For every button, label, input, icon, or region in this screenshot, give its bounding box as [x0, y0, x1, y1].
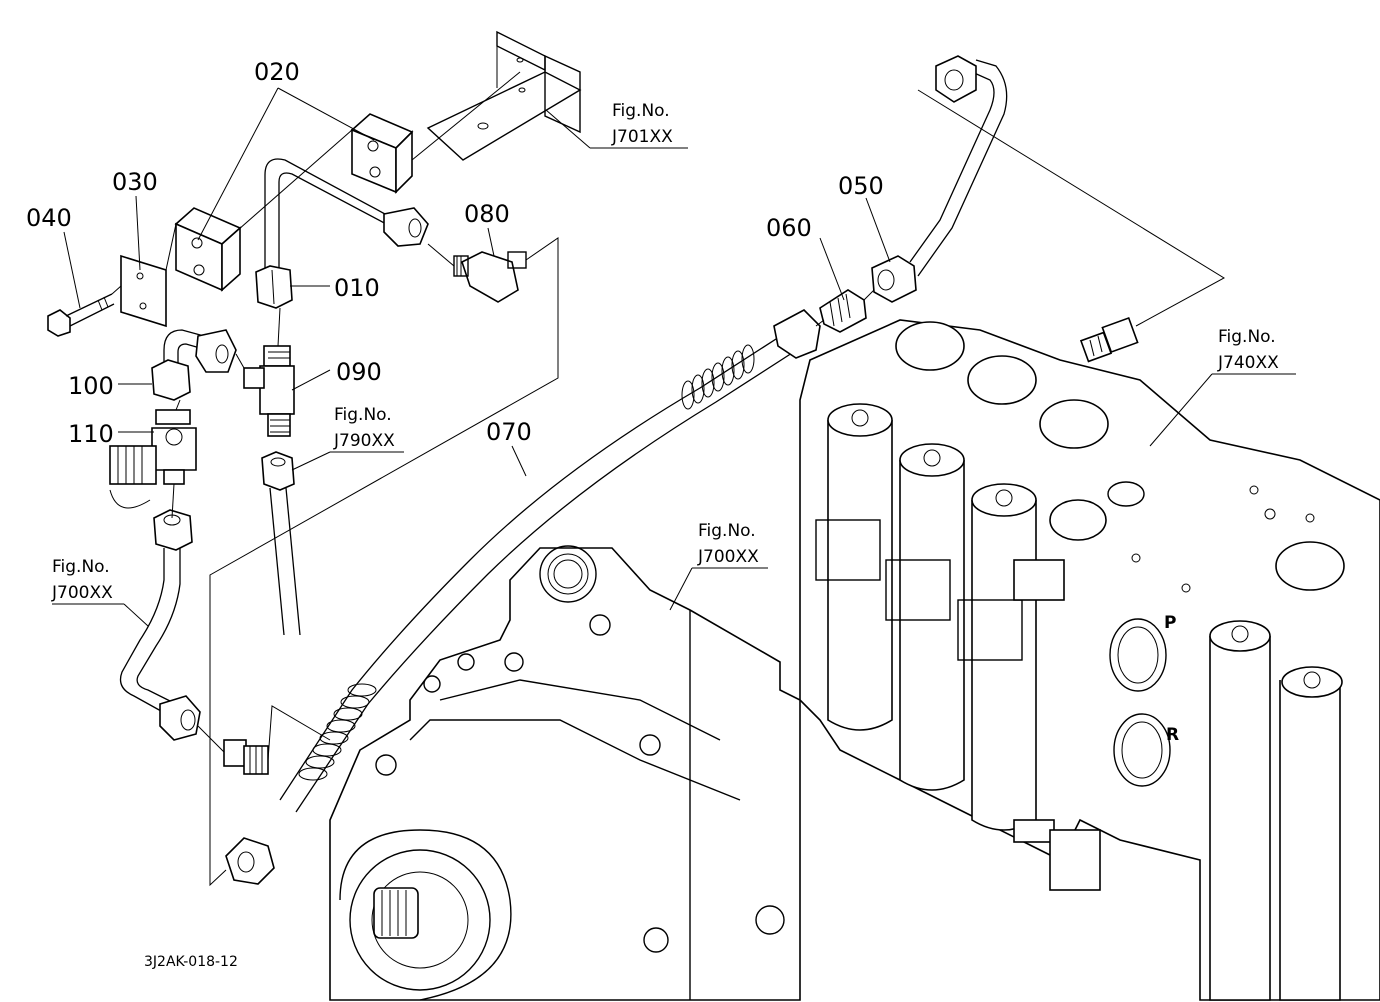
fig-ref-j700-pump-title: Fig.No. [698, 521, 756, 541]
figure-references: Fig.No. J701XX Fig.No. J740XX Fig.No. J7… [51, 101, 1279, 603]
fig-ref-j700-pipe-title: Fig.No. [52, 557, 110, 577]
plate-030 [120, 254, 167, 328]
part-label-100: 100 [68, 372, 114, 400]
fig-ref-j740-code: J740XX [1217, 353, 1279, 373]
pipe-010 [255, 158, 429, 309]
elbow-fitting-100 [151, 329, 237, 401]
bolt-040 [47, 293, 115, 337]
pipe-j700-left [119, 509, 201, 741]
valve-ports [1107, 481, 1171, 787]
fig-ref-j700-pipe-code: J700XX [51, 583, 113, 603]
tee-fitting-090 [243, 345, 295, 437]
control-valve-block: P R [799, 319, 1380, 1001]
fig-ref-j790-title: Fig.No. [334, 405, 392, 425]
valve-spools [827, 403, 1343, 1001]
part-label-030: 030 [112, 168, 158, 196]
leader-lines [52, 87, 1296, 627]
clamp-block-upper [350, 113, 414, 194]
hose-sleeve-lower [298, 683, 377, 781]
quick-coupler-110 [109, 409, 197, 509]
fig-ref-j701-title: Fig.No. [612, 101, 670, 121]
fitting-060 [819, 289, 867, 333]
part-label-080: 080 [464, 200, 510, 228]
part-label-050: 050 [838, 172, 884, 200]
part-label-110: 110 [68, 420, 114, 448]
part-label-070: 070 [486, 418, 532, 446]
adapter-fitting [223, 739, 269, 775]
reference-lines [111, 71, 1225, 887]
fig-ref-j700-pump-code: J700XX [697, 547, 759, 567]
fig-ref-j790-code: J790XX [333, 431, 395, 451]
part-label-060: 060 [766, 214, 812, 242]
hydraulic-pump [329, 545, 801, 1001]
solenoid-box [1013, 559, 1101, 891]
fig-ref-j740-title: Fig.No. [1218, 327, 1276, 347]
elbow-fitting-080 [453, 251, 527, 303]
hose-070 [225, 309, 821, 885]
part-label-010: 010 [334, 274, 380, 302]
adapter-j740 [1079, 316, 1139, 363]
pipe-lower-j790 [261, 451, 301, 636]
part-label-020: 020 [254, 58, 300, 86]
part-labels: 020 030 040 010 080 090 100 110 070 060 … [26, 58, 884, 448]
port-label-r: R [1166, 725, 1179, 745]
pipe-050 [871, 55, 1008, 303]
part-label-090: 090 [336, 358, 382, 386]
part-label-040: 040 [26, 204, 72, 232]
port-label-p: P [1164, 613, 1176, 633]
valve-caps [895, 321, 1345, 591]
bracket-j701 [426, 30, 582, 161]
valve-bands [815, 519, 1023, 661]
drawing-code: 3J2AK-018-12 [144, 954, 238, 970]
hose-sleeve-upper [681, 344, 755, 410]
fig-ref-j701-code: J701XX [611, 127, 673, 147]
